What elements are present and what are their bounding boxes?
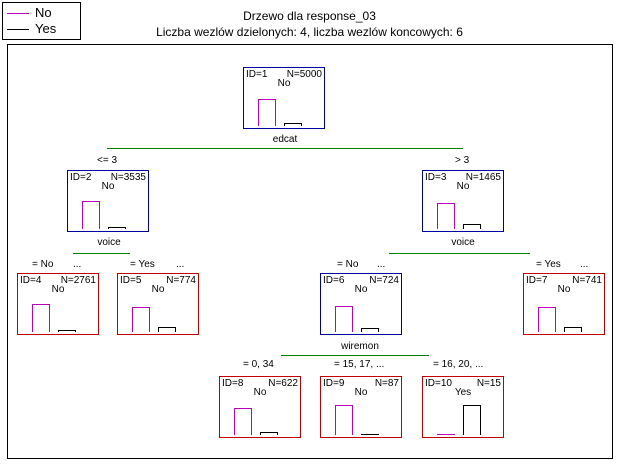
node-count-label: N=1465 [465, 172, 501, 183]
branch-label: ... [176, 259, 185, 270]
node-id-label: ID=3 [425, 172, 447, 183]
bar-yes [260, 432, 278, 435]
split-line-voice-left [73, 253, 130, 254]
node-count-label: N=622 [268, 378, 298, 389]
legend-swatch-yes [7, 29, 29, 30]
bar-no [335, 306, 353, 332]
legend-label: Yes [35, 21, 57, 36]
bar-no [258, 99, 276, 126]
node-count-label: N=87 [374, 378, 399, 389]
bar-yes [463, 405, 481, 435]
node-id-label: ID=9 [323, 378, 345, 389]
bar-yes [158, 327, 176, 332]
title-line-1: Drzewo dla response_03 [243, 9, 376, 23]
tree-frame [7, 44, 613, 459]
bar-no [335, 405, 353, 435]
bar-yes [463, 224, 481, 229]
bar-no [437, 203, 455, 229]
split-variable-label: voice [451, 237, 475, 248]
bar-no [538, 307, 556, 332]
branch-label: = 15, 17, ... [334, 359, 385, 370]
node-id-label: ID=4 [20, 275, 42, 286]
title-line-2: Liczba wezlów dzielonych: 4, liczba wezl… [156, 25, 463, 39]
split-variable-label: voice [97, 237, 121, 248]
split-line-edcat [107, 148, 463, 149]
branch-label: = No [337, 259, 359, 270]
bar-no [82, 201, 100, 229]
branch-label: ... [73, 259, 82, 270]
branch-label: = 0, 34 [243, 359, 274, 370]
branch-label: > 3 [455, 155, 470, 166]
node-prediction-label: No [151, 284, 165, 295]
branch-label: = Yes [536, 259, 561, 270]
bar-yes [361, 434, 379, 435]
node-count-label: N=774 [166, 275, 196, 286]
node-id-label: ID=10 [425, 378, 452, 389]
legend-swatch-no [7, 13, 29, 14]
legend-label: No [35, 5, 52, 20]
chart-title: Drzewo dla response_03 Liczba wezlów dzi… [0, 8, 619, 40]
node-prediction-label: No [354, 284, 368, 295]
node-prediction-label: No [456, 181, 470, 192]
node-id-label: ID=2 [70, 172, 92, 183]
bar-no [132, 307, 150, 332]
node-count-label: N=15 [476, 378, 501, 389]
split-line-wiremon [281, 355, 429, 356]
node-id-label: ID=1 [246, 69, 268, 80]
node-count-label: N=3535 [110, 172, 146, 183]
node-count-label: N=2761 [60, 275, 96, 286]
node-id-label: ID=7 [526, 275, 548, 286]
split-variable-label: wiremon [341, 341, 379, 352]
split-variable-label: edcat [272, 134, 298, 145]
node-prediction-label: No [253, 387, 267, 398]
bar-yes [108, 227, 126, 229]
bar-yes [361, 328, 379, 332]
legend: No Yes [2, 2, 81, 40]
branch-label: ... [377, 259, 386, 270]
node-id-label: ID=5 [120, 275, 142, 286]
node-prediction-label: No [51, 284, 65, 295]
branch-label: <= 3 [97, 155, 118, 166]
node-prediction-label: No [354, 387, 368, 398]
node-prediction-label: No [557, 284, 571, 295]
bar-yes [58, 330, 76, 332]
split-line-voice-right [389, 253, 530, 254]
branch-label: = 16, 20, ... [433, 359, 484, 370]
node-prediction-label: No [277, 78, 291, 89]
bar-no [437, 434, 455, 435]
bar-yes [284, 123, 302, 126]
branch-label: = No [32, 259, 54, 270]
node-prediction-label: Yes [454, 387, 472, 398]
bar-yes [564, 327, 582, 332]
node-count-label: N=724 [369, 275, 399, 286]
branch-label: = Yes [130, 259, 155, 270]
node-id-label: ID=8 [222, 378, 244, 389]
node-count-label: N=741 [572, 275, 602, 286]
branch-label: ... [580, 259, 589, 270]
bar-no [234, 408, 252, 435]
node-prediction-label: No [101, 181, 115, 192]
node-count-label: N=5000 [286, 69, 322, 80]
bar-no [32, 304, 50, 332]
node-id-label: ID=6 [323, 275, 345, 286]
